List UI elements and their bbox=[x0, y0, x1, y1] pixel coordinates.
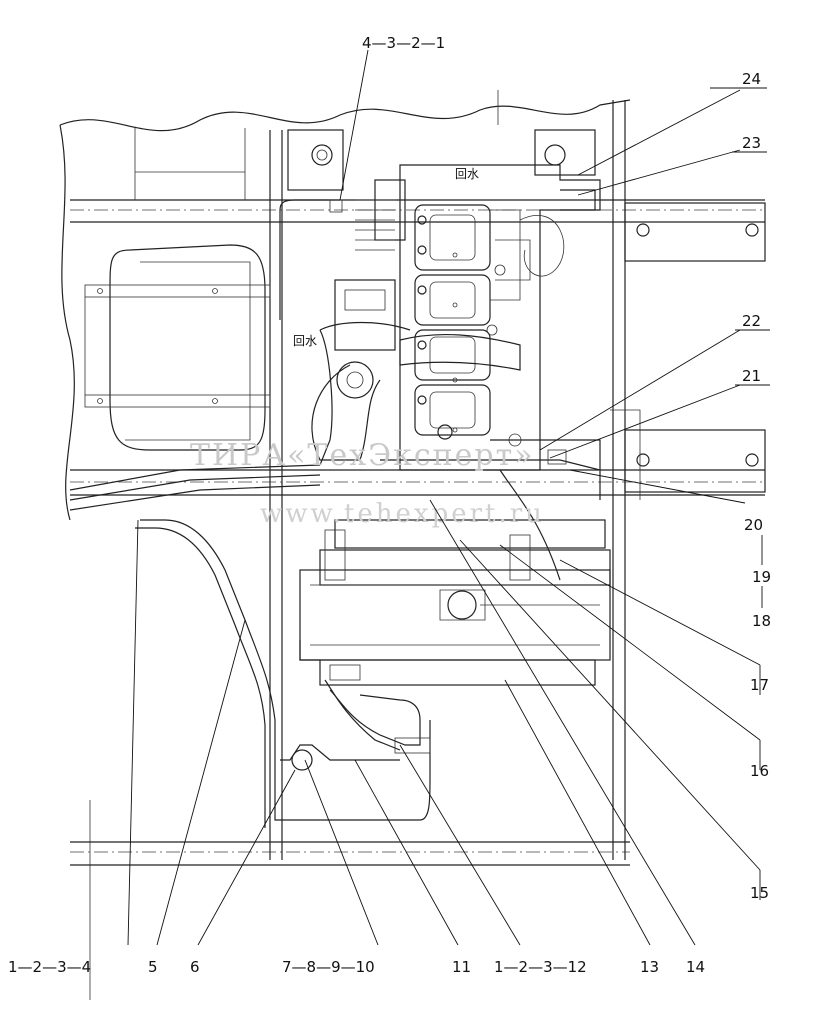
callout-right-19: 19 bbox=[752, 568, 771, 586]
callout-right-23: 23 bbox=[742, 134, 761, 152]
watermark-bottom: www.tehexpert.ru bbox=[260, 499, 545, 529]
left-mount-panel bbox=[109, 244, 266, 451]
expansion-tank bbox=[299, 569, 611, 661]
left-break-line bbox=[59, 124, 75, 521]
callout-bottom-11: 11 bbox=[452, 958, 471, 976]
hose-5 bbox=[140, 519, 431, 821]
callout-right-16: 16 bbox=[750, 762, 769, 780]
callout-bottom-6: 6 bbox=[190, 958, 200, 976]
callout-bottom-14: 14 bbox=[686, 958, 705, 976]
callout-right-20: 20 bbox=[744, 516, 763, 534]
callout-right-22: 22 bbox=[742, 312, 761, 330]
callout-bottom-1-2-3-12: 1—2—3—12 bbox=[494, 958, 587, 976]
callout-bottom-13: 13 bbox=[640, 958, 659, 976]
engine-block bbox=[311, 129, 601, 471]
hose-label-left: 回水 bbox=[293, 334, 317, 348]
callout-bottom-7-8-9-10: 7—8—9—10 bbox=[282, 958, 375, 976]
left-pipe-bundle bbox=[69, 464, 321, 511]
top-break-line bbox=[59, 99, 631, 132]
hose-label-top: 回水 bbox=[455, 167, 479, 181]
callout-bottom-5: 5 bbox=[148, 958, 158, 976]
callout-right-24: 24 bbox=[742, 70, 761, 88]
callout-right-21: 21 bbox=[742, 367, 761, 385]
watermark-top: ТИРА«ТехЭксперт» bbox=[190, 438, 535, 473]
leader-lines bbox=[127, 49, 770, 946]
callout-top: 4—3—2—1 bbox=[362, 34, 445, 52]
callout-bottom-1-2-3-4: 1—2—3—4 bbox=[8, 958, 91, 976]
callout-right-15: 15 bbox=[750, 884, 769, 902]
radiator-assembly bbox=[299, 519, 611, 686]
right-crossmember-lower bbox=[624, 429, 766, 493]
right-crossmember-upper bbox=[624, 202, 766, 262]
callout-right-18: 18 bbox=[752, 612, 771, 630]
callout-right-17: 17 bbox=[750, 676, 769, 694]
